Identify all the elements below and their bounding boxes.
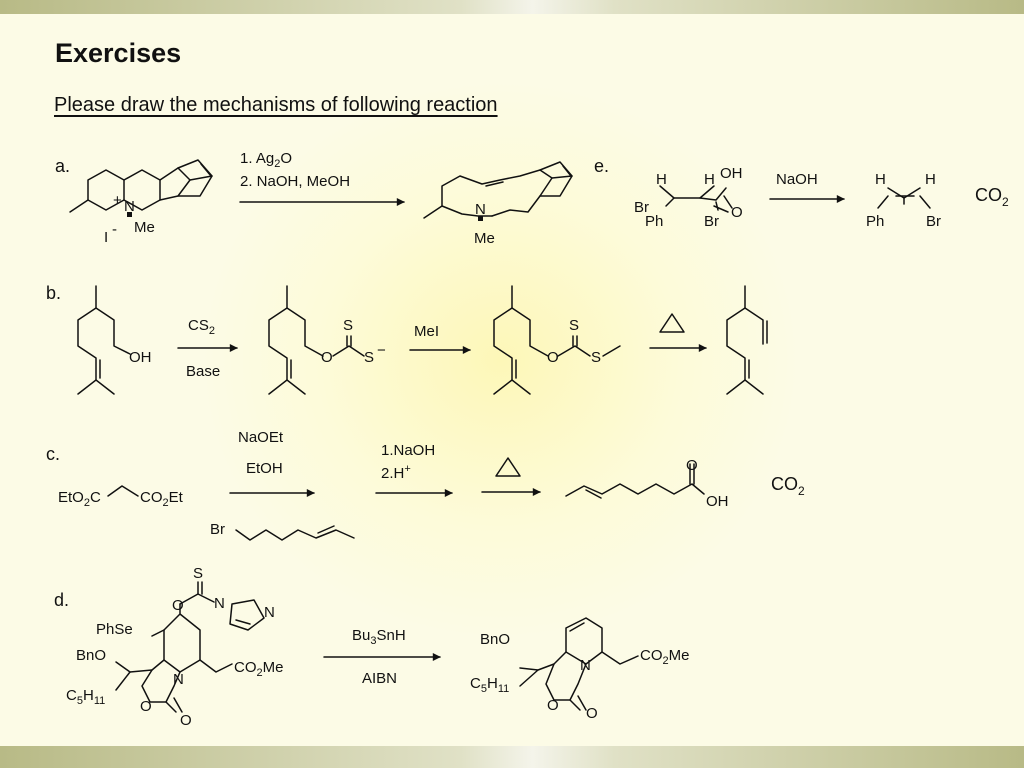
reaction-b-xanthate-o: O xyxy=(321,349,333,366)
reaction-c-bromide-double-bond xyxy=(317,525,335,534)
reaction-d-product-ring-o: O xyxy=(547,697,559,714)
reaction-a-product-n-atom: N xyxy=(475,201,486,218)
reaction-b-xanthate-thione-s: S xyxy=(343,317,353,334)
reaction-b-xanthate xyxy=(268,285,365,395)
reaction-a-label: a. xyxy=(55,156,70,176)
reaction-d-reagent-tin: Bu3SnH xyxy=(352,627,406,647)
reaction-c-label: c. xyxy=(46,444,60,464)
reaction-d-product-bno: BnO xyxy=(480,631,510,648)
reaction-b-diene-product xyxy=(726,285,768,395)
reaction-b-reagent-base: Base xyxy=(186,363,220,380)
reaction-b-xanthate-charge: − xyxy=(377,342,386,359)
reaction-c-product-oh: OH xyxy=(706,493,729,510)
reaction-d-bno: BnO xyxy=(76,647,106,664)
reaction-d-co2me: CO2Me xyxy=(234,659,283,679)
reaction-a-n-atom: N xyxy=(124,198,135,215)
reaction-c-product xyxy=(565,463,705,499)
reaction-a-reagent-1: 1. Ag2O xyxy=(240,150,292,170)
reaction-e-h-left: H xyxy=(656,171,667,188)
reaction-c-malonate-right: CO2Et xyxy=(140,489,184,509)
reaction-a-product-me-group: Me xyxy=(474,230,495,247)
reaction-b-methyl-xanthate xyxy=(493,285,621,395)
reaction-e-h-right: H xyxy=(704,171,715,188)
reaction-a-reagent-2: 2. NaOH, MeOH xyxy=(240,173,350,190)
reaction-e-product-h-left: H xyxy=(875,171,886,188)
reaction-c-step2-naoh: 1.NaOH xyxy=(381,442,435,459)
reaction-a-n-dot xyxy=(127,212,132,217)
top-decorative-bar xyxy=(0,0,1024,14)
reaction-c-malonate-bonds xyxy=(107,485,139,497)
reaction-b-ester-thione-s: S xyxy=(569,317,579,334)
reaction-d-starting-material xyxy=(115,581,265,713)
reaction-a-plus-sign: + xyxy=(113,192,122,209)
reaction-d-product-carbonyl-o: O xyxy=(586,705,598,722)
slide-title: Exercises xyxy=(55,38,182,68)
reaction-c-co2: CO2 xyxy=(771,474,805,498)
reaction-d-thione-s: S xyxy=(193,565,203,582)
reaction-a-iodide: I xyxy=(104,229,108,246)
reaction-b-ester-s: S xyxy=(591,349,601,366)
reaction-e-product-ph: Ph xyxy=(866,213,884,230)
reaction-e-ph: Ph xyxy=(645,213,663,230)
reaction-c-product-o: O xyxy=(686,457,698,474)
reaction-d-product-ring-n: N xyxy=(580,657,591,674)
reaction-c-malonate-left: EtO2C xyxy=(58,489,101,509)
reaction-d-imidazole-n3: N xyxy=(264,604,275,621)
reaction-b-reagent-mei: MeI xyxy=(414,323,439,340)
reaction-a-product-n-dot xyxy=(478,216,483,221)
reaction-d-product-pentyl: C5H11 xyxy=(470,675,509,695)
reaction-e-label: e. xyxy=(594,156,609,176)
reaction-e-br-right: Br xyxy=(704,213,719,230)
reaction-c-step2-acid: 2.H+ xyxy=(381,463,411,482)
reaction-b-label: b. xyxy=(46,283,61,303)
reaction-d-label: d. xyxy=(54,590,69,610)
reaction-e-co2: CO2 xyxy=(975,185,1009,209)
reaction-c-heat-symbol xyxy=(495,457,521,477)
reaction-a-starting-material xyxy=(69,159,213,213)
reaction-e-carbonyl-o: O xyxy=(731,204,743,221)
reaction-d-phse: PhSe xyxy=(96,621,133,638)
reaction-d-reagent-aibn: AIBN xyxy=(362,670,397,687)
reaction-a-product xyxy=(423,161,573,219)
reaction-d-ring-o: O xyxy=(140,698,152,715)
reaction-b-reagent-cs2: CS2 xyxy=(188,317,215,337)
reaction-d-product-co2me: CO2Me xyxy=(640,647,689,667)
reaction-c-bromide-br: Br xyxy=(210,521,225,538)
reaction-e-starting-material xyxy=(659,185,733,213)
reaction-b-heat-symbol xyxy=(659,313,685,333)
reaction-c-reagent-naoet: NaOEt xyxy=(238,429,284,446)
reaction-d-pentyl: C5H11 xyxy=(66,687,105,707)
reaction-c-reagent-etoh: EtOH xyxy=(246,460,283,477)
reaction-c-bromide-chain xyxy=(235,529,355,541)
reaction-e-product xyxy=(877,187,931,209)
reaction-b-alcohol xyxy=(77,285,131,395)
bottom-decorative-bar xyxy=(0,746,1024,768)
reaction-d-product xyxy=(519,617,639,711)
reaction-e-oh: OH xyxy=(720,165,743,182)
reaction-d-ester-o: O xyxy=(172,597,184,614)
slide-subtitle: Please draw the mechanisms of following … xyxy=(54,94,498,116)
reaction-a-iodide-charge: - xyxy=(112,221,117,238)
reaction-b-oh-group: OH xyxy=(129,349,152,366)
reaction-e-br-left: Br xyxy=(634,199,649,216)
reaction-b-ester-o: O xyxy=(547,349,559,366)
reaction-d-carbonyl-o: O xyxy=(180,712,192,729)
reaction-d-ring-n: N xyxy=(173,671,184,688)
reaction-e-reagent-naoh: NaOH xyxy=(776,171,818,188)
reaction-e-product-br: Br xyxy=(926,213,941,230)
reaction-a-me-group: Me xyxy=(134,219,155,236)
reaction-b-xanthate-thiolate-s: S xyxy=(364,349,374,366)
reaction-e-product-h-right: H xyxy=(925,171,936,188)
reaction-d-imidazole-n1: N xyxy=(214,595,225,612)
